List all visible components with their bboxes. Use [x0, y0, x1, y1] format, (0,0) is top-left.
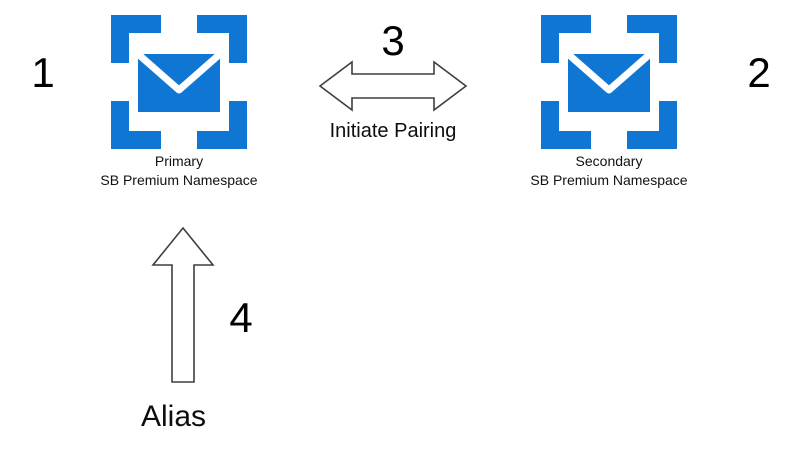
alias-connector[interactable] — [151, 226, 215, 384]
secondary-namespace-label-line2: SB Premium Namespace — [530, 172, 688, 188]
secondary-namespace-node[interactable]: Secondary SB Premium Namespace — [509, 12, 709, 190]
step-number-4: 4 — [229, 294, 253, 341]
up-arrow-icon — [151, 226, 215, 383]
step-number-2: 2 — [747, 49, 771, 96]
double-headed-arrow-icon — [318, 60, 468, 112]
step-number-3: 3 — [381, 17, 405, 64]
step-number-1: 1 — [31, 49, 55, 96]
namespace-envelope-icon — [509, 12, 709, 152]
secondary-namespace-label-line1: Secondary — [575, 153, 643, 169]
primary-namespace-label-line1: Primary — [154, 153, 204, 169]
alias-connector-label: Alias — [141, 400, 207, 433]
primary-namespace-node[interactable]: Primary SB Premium Namespace — [79, 12, 279, 190]
pairing-connector-label: Initiate Pairing — [329, 120, 457, 142]
namespace-envelope-icon — [79, 12, 279, 152]
pairing-connector[interactable] — [318, 60, 468, 112]
primary-namespace-label-line2: SB Premium Namespace — [100, 172, 258, 188]
